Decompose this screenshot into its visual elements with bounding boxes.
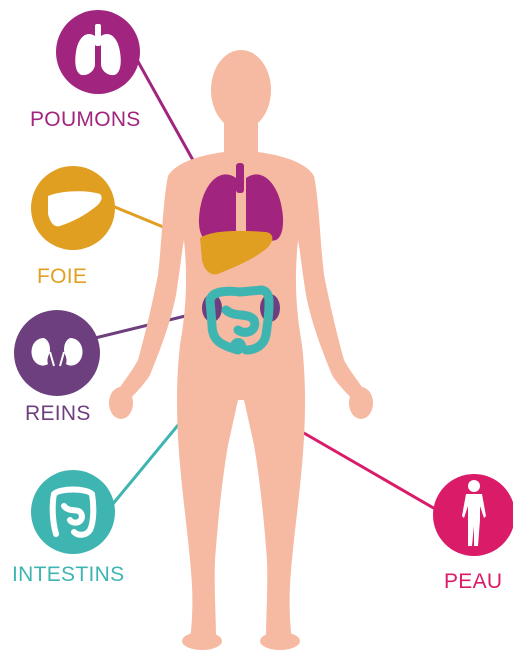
liver-badge — [31, 166, 115, 250]
skin-badge — [433, 474, 513, 556]
skin-label: PEAU — [444, 570, 502, 594]
connector-skin — [290, 425, 437, 510]
intestines-label: INTESTINS — [12, 563, 124, 587]
intestines-end — [230, 338, 246, 354]
liver-label: FOIE — [37, 265, 87, 289]
lungs-label: POUMONS — [30, 108, 141, 132]
kidneys-badge — [14, 310, 100, 396]
intestines-badge — [31, 470, 115, 554]
kidneys-label: REINS — [25, 402, 91, 426]
lungs-badge — [56, 10, 140, 94]
